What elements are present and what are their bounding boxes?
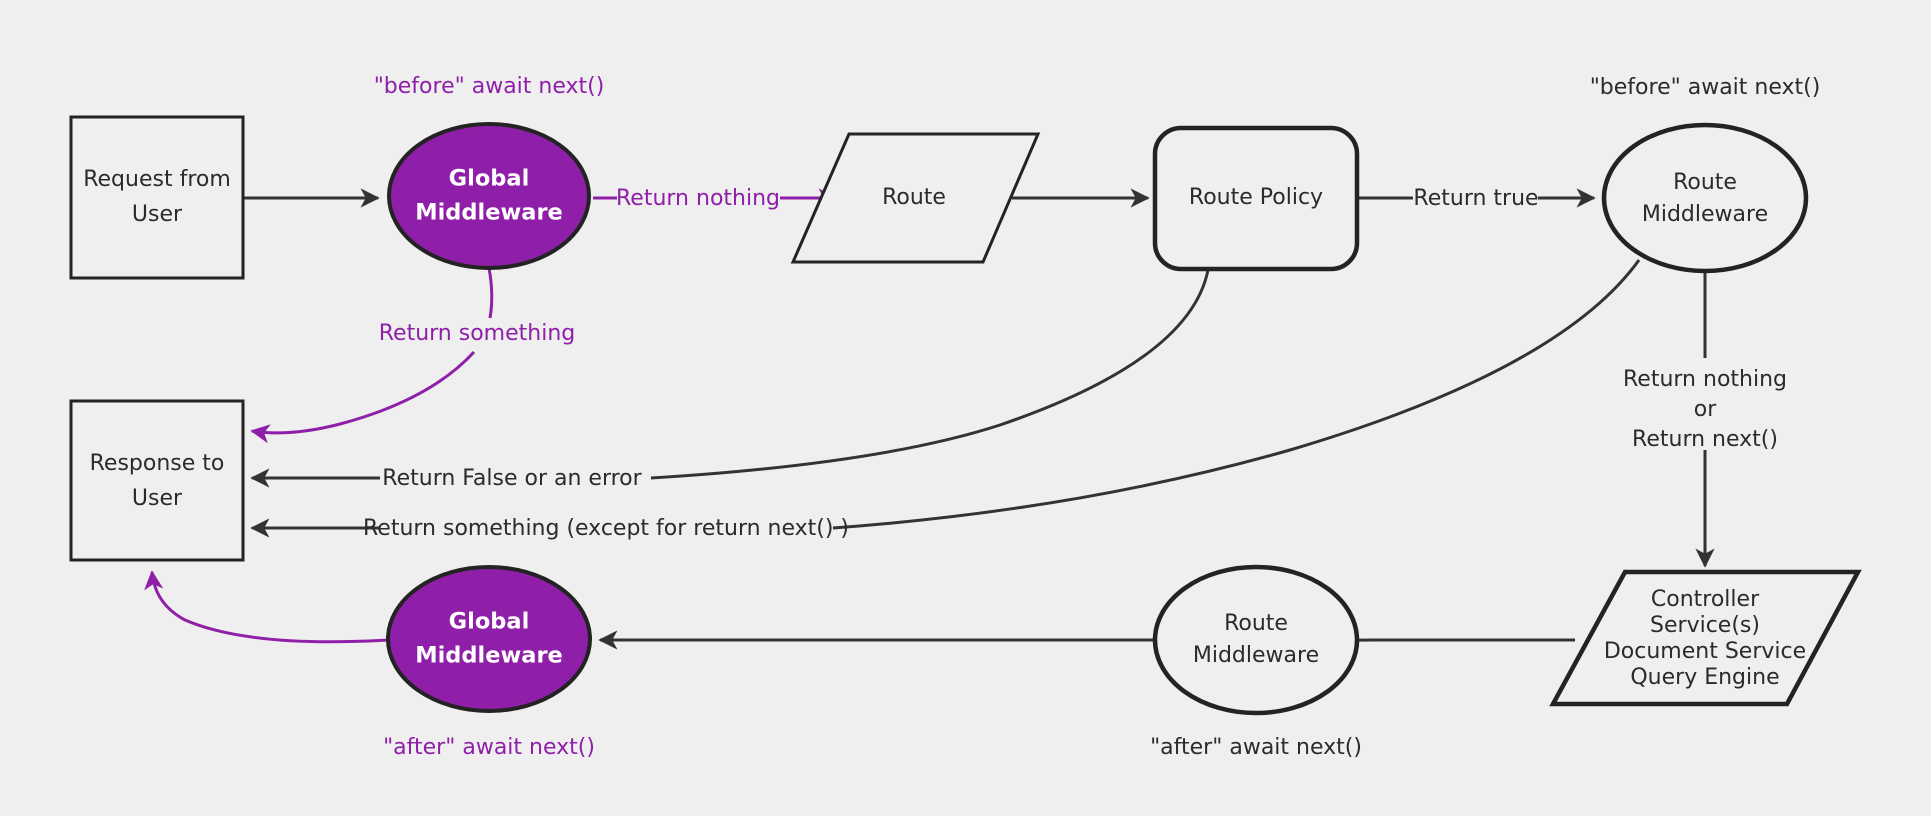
global-middleware-before-ellipse <box>387 122 591 270</box>
edge-label-return-nothing-line3: Return next() <box>1632 427 1778 452</box>
edge-return-something-seg1 <box>487 267 494 319</box>
route-policy-box <box>1152 125 1360 272</box>
route-middleware-after-label-line1: Route <box>1224 611 1288 636</box>
annotation-before-global-middleware: "before" await next() <box>374 74 605 99</box>
node-route-middleware-after[interactable]: Route Middleware <box>1152 564 1360 716</box>
route-policy-label: Route Policy <box>1189 185 1323 210</box>
response-to-user-label-line1: Response to <box>90 451 225 476</box>
edge-label-return-nothing: Return nothing <box>616 186 780 211</box>
response-to-user-label-line2: User <box>132 486 183 511</box>
route-middleware-after-label-line2: Middleware <box>1193 643 1319 668</box>
route-middleware-before-label-line2: Middleware <box>1642 202 1768 227</box>
route-middleware-before-ellipse <box>1601 122 1809 274</box>
route-label: Route <box>882 185 946 210</box>
response-to-user-box <box>69 399 245 562</box>
global-middleware-after-ellipse <box>386 565 592 713</box>
edge-return-something-seg2 <box>250 350 476 444</box>
edge-label-return-false-or-error: Return False or an error <box>382 466 642 491</box>
node-route-middleware-before[interactable]: Route Middleware <box>1601 122 1809 274</box>
annotation-after-route-middleware: "after" await next() <box>1150 735 1362 760</box>
edge-label-return-something: Return something <box>379 321 575 346</box>
controller-stack-label-line2: Service(s) <box>1650 613 1760 638</box>
request-from-user-box <box>69 115 245 280</box>
edge-label-return-true: Return true <box>1413 186 1538 211</box>
request-from-user-label-line1: Request from <box>83 167 231 192</box>
edge-rmw-to-response-curve <box>832 259 1641 530</box>
annotation-before-route-middleware: "before" await next() <box>1590 75 1821 100</box>
node-global-middleware-before[interactable]: Global Middleware <box>387 122 591 270</box>
route-middleware-after-ellipse <box>1152 564 1360 716</box>
global-middleware-after-label-line1: Global <box>449 609 530 635</box>
request-from-user-label-line2: User <box>132 202 183 227</box>
edge-global-after-to-response <box>144 570 390 644</box>
controller-stack-parallelogram <box>1549 569 1862 707</box>
global-middleware-after-label-line2: Middleware <box>415 643 563 669</box>
edge-label-return-nothing-line1: Return nothing <box>1623 367 1787 392</box>
global-middleware-before-label-line1: Global <box>449 166 530 192</box>
controller-stack-label-line1: Controller <box>1651 587 1760 612</box>
edge-label-return-nothing-line2: or <box>1694 397 1717 422</box>
node-controller-stack[interactable]: Controller Service(s) Document Service Q… <box>1549 569 1862 707</box>
edge-policy-to-response-curve <box>650 269 1210 480</box>
node-response-to-user[interactable]: Response to User <box>69 399 245 562</box>
annotation-after-global-middleware: "after" await next() <box>383 735 595 760</box>
controller-stack-label-line3: Document Service <box>1604 639 1806 664</box>
route-parallelogram <box>790 132 1041 264</box>
route-middleware-before-label-line1: Route <box>1673 170 1737 195</box>
controller-stack-label-line4: Query Engine <box>1630 665 1779 690</box>
node-request-from-user[interactable]: Request from User <box>69 115 245 280</box>
edge-label-return-something-except: Return something (except for return next… <box>363 516 849 541</box>
global-middleware-before-label-line2: Middleware <box>415 200 563 226</box>
node-global-middleware-after[interactable]: Global Middleware <box>386 565 592 713</box>
node-route-policy[interactable]: Route Policy <box>1152 125 1360 272</box>
node-route[interactable]: Route <box>790 132 1041 264</box>
